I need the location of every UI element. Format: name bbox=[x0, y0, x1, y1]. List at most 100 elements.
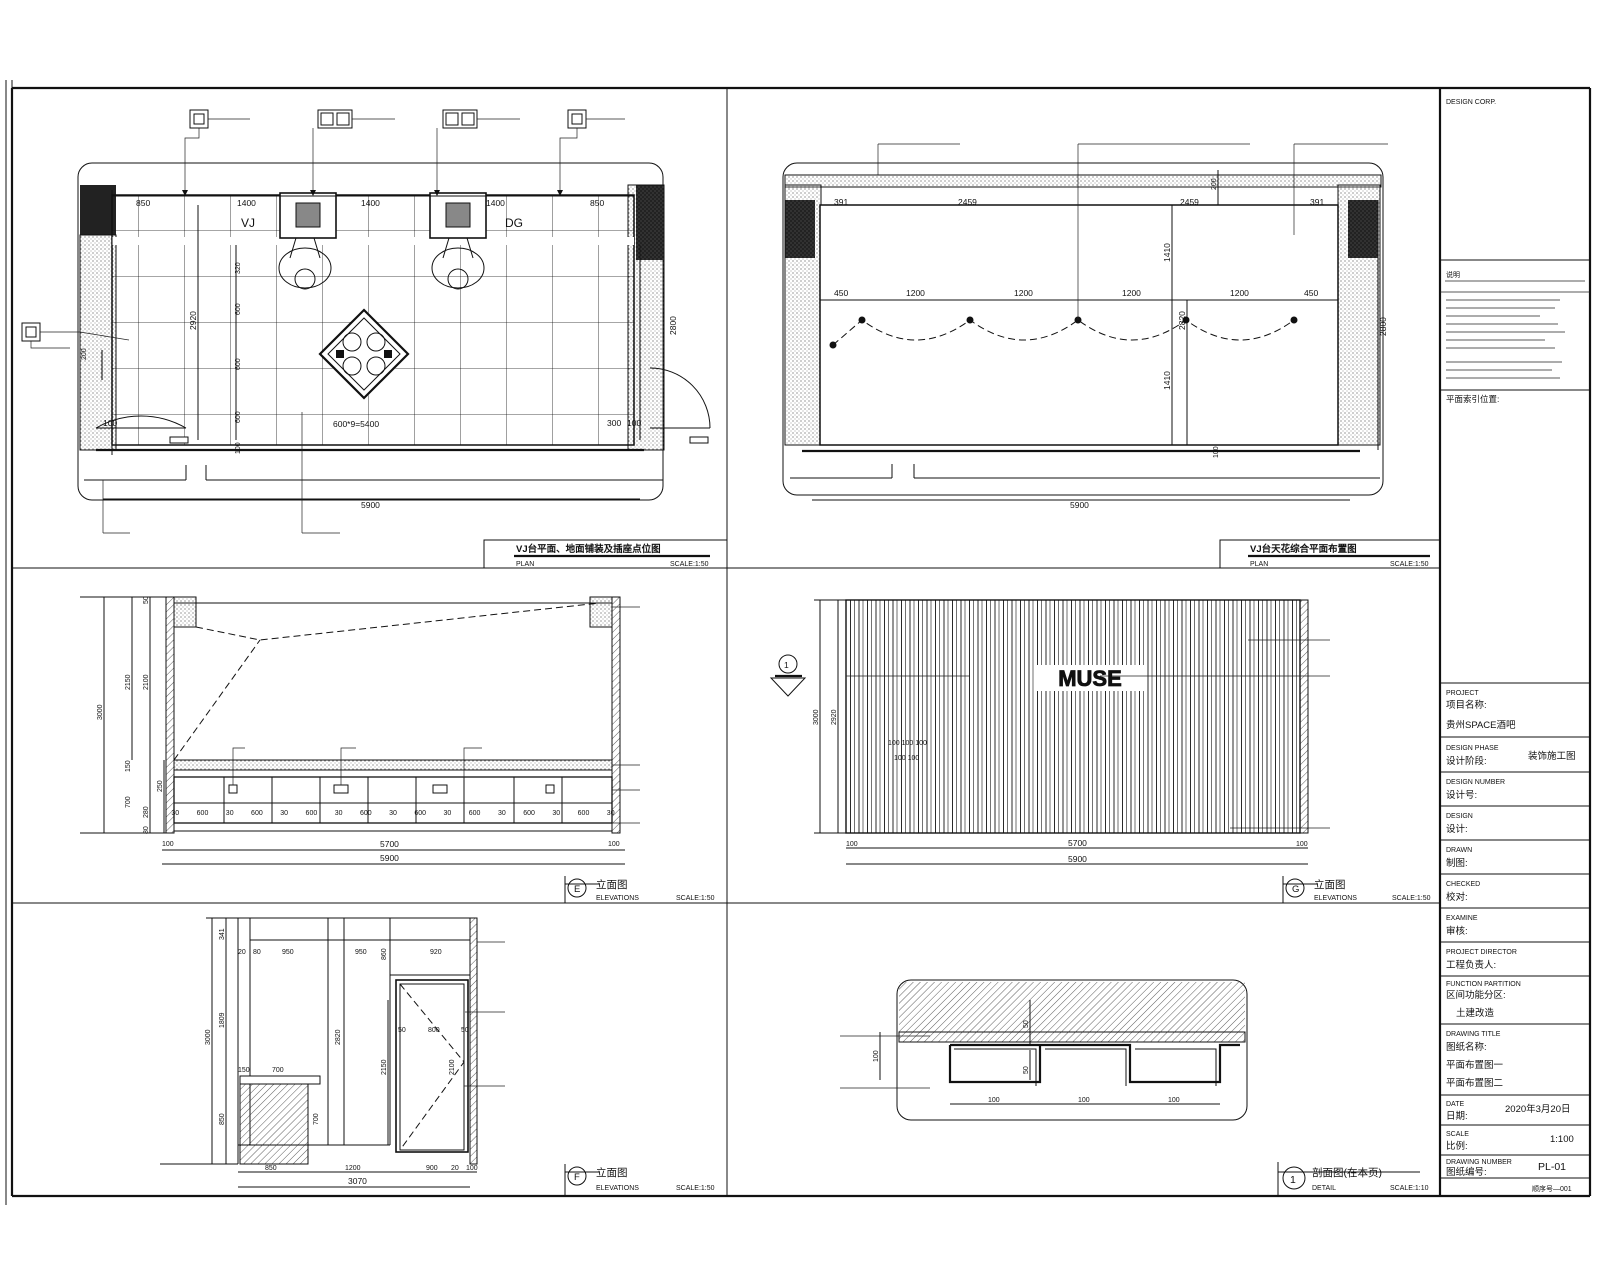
function-en: FUNCTION PARTITION bbox=[1446, 981, 1521, 988]
scale-en: SCALE bbox=[1446, 1131, 1469, 1138]
panel-plan-ceiling bbox=[782, 143, 1441, 569]
scale-value: 1:100 bbox=[1550, 1134, 1574, 1145]
cabinet-dim: 600 bbox=[469, 810, 481, 817]
dim: 2459 bbox=[1180, 197, 1199, 207]
function-value: 土建改造 bbox=[1456, 1007, 1495, 1019]
dim: 100 bbox=[235, 442, 242, 454]
drawno-en: DRAWING NUMBER bbox=[1446, 1159, 1512, 1166]
title-value-1: 平面布置图一 bbox=[1446, 1059, 1504, 1071]
project-cn: 项目名称: bbox=[1446, 699, 1487, 711]
dim: 950 bbox=[355, 949, 367, 956]
notes-title: 说明 bbox=[1446, 270, 1460, 279]
dim: 100 bbox=[846, 841, 858, 848]
phase-value: 装饰施工图 bbox=[1528, 750, 1576, 762]
dim: 280 bbox=[143, 806, 150, 818]
project-en: PROJECT bbox=[1446, 690, 1479, 697]
elevation-mark: E bbox=[574, 884, 580, 895]
dim: 20 bbox=[238, 949, 246, 956]
dim: 341 bbox=[219, 928, 226, 940]
checked-cn: 校对: bbox=[1446, 891, 1468, 903]
dim: 80 bbox=[143, 826, 150, 834]
panel-plan-floor-text: VJ DG 600*9=5400 850 1400 1400 1400 850 … bbox=[81, 198, 709, 568]
dim: 391 bbox=[834, 197, 848, 207]
section-mark: 1 bbox=[1290, 1174, 1296, 1186]
dim: 2800 bbox=[1378, 317, 1388, 336]
director-en: PROJECT DIRECTOR bbox=[1446, 949, 1517, 956]
socket-icon bbox=[21, 109, 587, 342]
dim: 850 bbox=[219, 1113, 226, 1125]
dim: 3070 bbox=[348, 1176, 367, 1186]
dim: 100 bbox=[103, 418, 117, 428]
dim: 1400 bbox=[486, 198, 505, 208]
dim: 50 bbox=[398, 1027, 406, 1034]
dim: 850 bbox=[265, 1165, 277, 1172]
panel-elevation-f-text: 20 80 950 950 920 50 800 50 341 1809 850… bbox=[205, 928, 715, 1192]
dim: 320 bbox=[235, 262, 242, 274]
dim: 2100 bbox=[449, 1059, 456, 1075]
panel-sub: PLAN bbox=[1250, 561, 1268, 568]
dim: 2800 bbox=[668, 316, 678, 335]
dim: 100 bbox=[1213, 446, 1220, 458]
dim: 450 bbox=[834, 288, 848, 298]
dim: 2459 bbox=[958, 197, 977, 207]
dim: 1400 bbox=[237, 198, 256, 208]
dim: 100 bbox=[1168, 1097, 1180, 1104]
cabinet-dim: 600 bbox=[197, 810, 209, 817]
dim: 80 bbox=[253, 949, 261, 956]
cabinet-dim: 600 bbox=[251, 810, 263, 817]
panel-title: VJ台天花综合平面布置图 bbox=[1250, 543, 1357, 555]
panel-plan-floor bbox=[21, 109, 728, 569]
dim: 800 bbox=[428, 1027, 440, 1034]
dim: 100 100 bbox=[894, 755, 919, 762]
location-label: 平面索引位置: bbox=[1446, 394, 1499, 404]
dim: 2920 bbox=[188, 311, 198, 330]
dim: 2820 bbox=[335, 1029, 342, 1045]
dim: 850 bbox=[590, 198, 604, 208]
table-diamond-icon bbox=[318, 308, 410, 400]
title-en: DRAWING TITLE bbox=[1446, 1031, 1501, 1038]
phase-en: DESIGN PHASE bbox=[1446, 745, 1499, 752]
dg-label: DG bbox=[505, 216, 523, 230]
panel-sub: ELEVATIONS bbox=[596, 1185, 639, 1192]
section-mark-icon bbox=[769, 654, 807, 697]
dim: 5700 bbox=[1068, 838, 1087, 848]
dim: 450 bbox=[1304, 288, 1318, 298]
drawno-cn: 图纸编号: bbox=[1446, 1166, 1487, 1178]
dim: 100 100 100 bbox=[888, 740, 927, 747]
drawn-cn: 制图: bbox=[1446, 857, 1468, 869]
dim: 100 bbox=[988, 1097, 1000, 1104]
dim: 2150 bbox=[125, 674, 132, 690]
cabinet-dim: 30 bbox=[171, 810, 179, 817]
scale-cn: 比例: bbox=[1446, 1140, 1468, 1152]
panel-scale: SCALE:1:50 bbox=[1392, 895, 1431, 902]
dim: 200 bbox=[1211, 178, 1218, 190]
panel-sub: DETAIL bbox=[1312, 1185, 1336, 1192]
person-icon bbox=[278, 237, 332, 290]
dim: 900 bbox=[426, 1165, 438, 1172]
dim: 2920 bbox=[831, 709, 838, 725]
cabinet-dim: 30 bbox=[280, 810, 288, 817]
dim: 100 bbox=[466, 1165, 478, 1172]
dim: 600 bbox=[235, 411, 242, 423]
phase-cn: 设计阶段: bbox=[1446, 755, 1487, 767]
dim: 1809 bbox=[219, 1012, 226, 1028]
dim: 860 bbox=[381, 948, 388, 960]
panel-section-text: 50 50 100 100 100 100 1 剖面图(在本页) DETAIL … bbox=[873, 1020, 1429, 1192]
number-en: DESIGN NUMBER bbox=[1446, 779, 1505, 786]
examine-cn: 审核: bbox=[1446, 925, 1468, 937]
cabinet-dim: 600 bbox=[414, 810, 426, 817]
panel-elevation-g-text: MUSE 1 100 100 100 100 100 3000 2920 570… bbox=[784, 660, 1431, 902]
panel-section bbox=[840, 979, 1420, 1196]
dim: 1200 bbox=[1122, 288, 1141, 298]
dim: 1200 bbox=[906, 288, 925, 298]
vj-label: VJ bbox=[241, 216, 255, 230]
checked-en: CHECKED bbox=[1446, 881, 1480, 888]
dim: 2820 bbox=[1177, 311, 1187, 330]
panel-title: 立面图 bbox=[1314, 878, 1346, 891]
panel-scale: SCALE:1:50 bbox=[670, 561, 709, 568]
dim: 1410 bbox=[1162, 371, 1172, 390]
dim: 1410 bbox=[1162, 243, 1172, 262]
